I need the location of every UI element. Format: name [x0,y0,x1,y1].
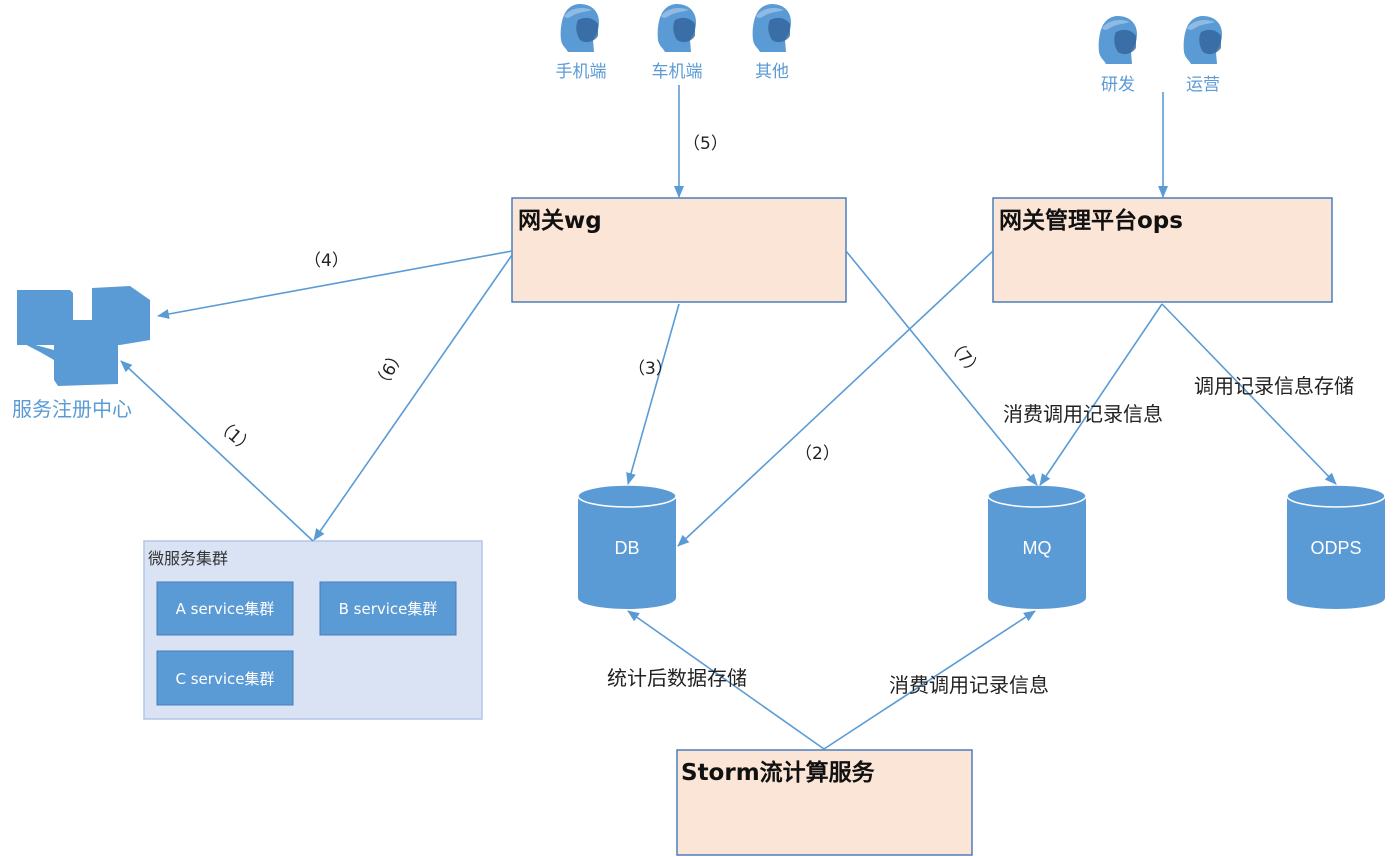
edge-storm-to-db [627,610,825,750]
user-vehicle: 车机端 [652,4,703,82]
user-label-vehicle: 车机端 [652,62,703,82]
edge-label-5: （5） [683,134,728,154]
user-dev: 研发 [1098,16,1137,95]
storm-title: Storm流计算服务 [681,759,876,786]
mq-label: MQ [1023,538,1052,558]
user-label-dev: 研发 [1101,75,1135,95]
edge-label-6: （6） [370,346,410,395]
edge-label-storm-to-db: 统计后数据存储 [607,666,747,690]
user-head-icon [1098,16,1137,64]
edge-label-storm-to-mq: 消费调用记录信息 [889,673,1049,697]
edge-label-4: （4） [304,251,349,271]
edge-label-3: （3） [628,359,673,379]
microservice-cluster: 微服务集群 A service集群 B service集群 C service集… [143,540,483,720]
registry: 服务注册中心 [12,286,150,421]
ops-title: 网关管理平台ops [999,207,1183,234]
registry-label: 服务注册中心 [12,397,132,421]
edge-label-7: （7） [942,334,986,381]
edge-label-2: （2） [795,444,840,464]
cluster-title: 微服务集群 [148,549,228,568]
service-c: C service集群 [156,650,294,706]
service-a: A service集群 [156,581,294,636]
user-head-icon [1183,16,1222,64]
edge-cluster-to-registry [120,360,314,542]
user-mobile: 手机端 [556,4,607,82]
user-other: 其他 [752,4,791,82]
db-cylinder: DB [577,484,677,609]
edge-ops-to-db [677,250,994,547]
user-label-other: 其他 [755,62,789,82]
registry-blocks-icon [17,286,150,386]
odps-label: ODPS [1310,538,1361,558]
service-c-label: C service集群 [176,670,275,688]
service-a-label: A service集群 [176,600,275,618]
gateway-box: 网关wg [511,197,847,303]
edge-gateway-to-cluster [313,254,513,541]
mq-cylinder: MQ [987,484,1087,609]
ops-box: 网关管理平台ops [992,197,1333,303]
service-b-label: B service集群 [339,600,438,618]
gateway-title: 网关wg [518,207,602,234]
user-ops: 运营 [1183,16,1222,95]
edge-label-ops-to-mq: 消费调用记录信息 [1003,402,1163,426]
user-head-icon [657,4,696,52]
user-label-mobile: 手机端 [556,62,607,82]
odps-cylinder: ODPS [1286,484,1386,609]
service-b: B service集群 [319,581,457,636]
edge-gateway-to-registry [157,250,513,319]
edge-gateway-to-db [626,303,680,485]
user-head-icon [560,4,599,52]
storm-box: Storm流计算服务 [676,749,973,856]
db-label: DB [614,538,639,558]
edge-gateway-to-mq [845,250,1038,486]
edge-storm-to-mq [823,610,1036,750]
user-label-ops: 运营 [1186,75,1220,95]
edge-label-ops-to-odps: 调用记录信息存储 [1194,374,1354,398]
edge-ops-to-mq [1039,303,1163,486]
user-head-icon [752,4,791,52]
edge-ops-to-odps [1161,303,1337,485]
